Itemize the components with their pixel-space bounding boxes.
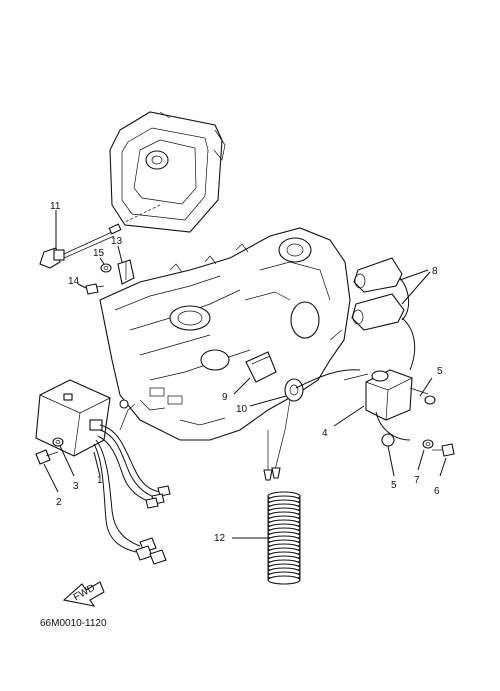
fwd-arrow-icon: FWD (62, 581, 105, 607)
sleeve-rib (267, 575, 301, 585)
part-1-cdi-unit (35, 379, 111, 457)
part-14-bolt (77, 283, 105, 295)
part-5-ignition-coil (343, 369, 436, 477)
drawing-code: 66M0010-1120 (40, 618, 107, 629)
wire-ends (263, 430, 281, 481)
part-6-bolt (432, 443, 455, 477)
callout-15: 15 (93, 248, 105, 259)
part-13-clip (117, 245, 135, 285)
callout-14: 14 (68, 276, 80, 287)
callout-5-coil: 5 (391, 480, 397, 491)
part-8-plug-caps (351, 257, 431, 371)
callout-2: 2 (56, 497, 62, 508)
callout-8: 8 (432, 266, 438, 277)
callout-1: 1 (97, 475, 103, 486)
callout-3: 3 (73, 481, 79, 492)
part-7-washer (417, 439, 434, 471)
callout-11: 11 (50, 201, 61, 212)
part-4-wire (295, 369, 365, 427)
engine-block (99, 227, 351, 441)
part-15-washer (99, 257, 112, 273)
wire-harness (93, 399, 171, 565)
callout-7: 7 (414, 475, 420, 486)
callout-12: 12 (214, 533, 226, 544)
callout-10: 10 (236, 404, 248, 415)
part-9-sensor (233, 351, 277, 395)
callout-13: 13 (111, 236, 123, 247)
callout-5-cap: 5 (437, 366, 443, 377)
part-11-sensor (39, 210, 122, 269)
part-2-bolt (35, 449, 59, 493)
callout-4: 4 (322, 428, 328, 439)
part-3-washer (52, 437, 75, 477)
part-10-cap (249, 378, 304, 471)
top-cover-bracket (109, 111, 226, 233)
part-12-protector-sleeve (267, 491, 301, 585)
callout-9: 9 (222, 392, 228, 403)
callout-6: 6 (434, 486, 440, 497)
